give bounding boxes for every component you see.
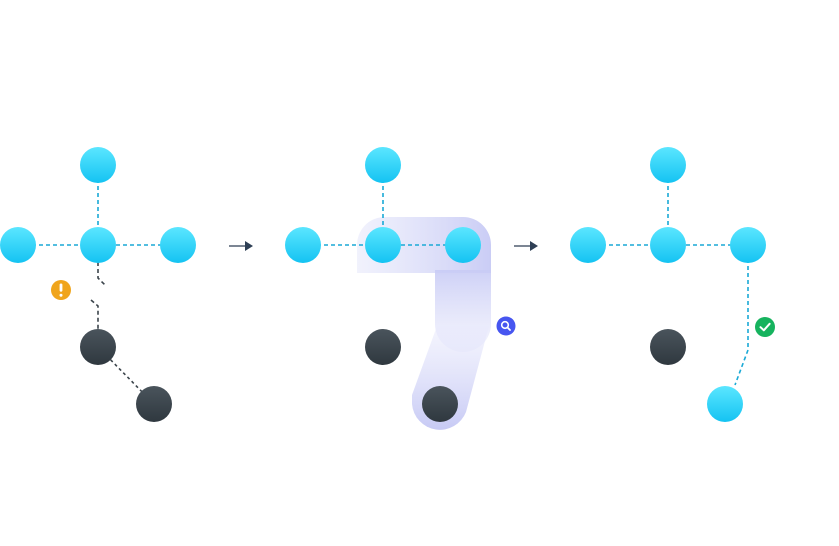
panel-searching: [285, 147, 516, 430]
arrow-right-icon: [229, 241, 253, 251]
node-active: [650, 147, 686, 183]
panel-broken: [0, 147, 196, 422]
check-icon: [755, 317, 775, 337]
node-inactive: [422, 386, 458, 422]
node-active: [445, 227, 481, 263]
magnifier-icon: [496, 316, 516, 336]
link-broken: [90, 299, 99, 330]
link-restored: [734, 245, 749, 386]
node-inactive: [365, 329, 401, 365]
node-active: [730, 227, 766, 263]
node-inactive: [650, 329, 686, 365]
node-active: [160, 227, 196, 263]
node-active: [707, 386, 743, 422]
node-active: [80, 227, 116, 263]
node-active: [0, 227, 36, 263]
node-active: [365, 147, 401, 183]
warning-icon: [51, 280, 71, 300]
node-active: [570, 227, 606, 263]
node-active: [80, 147, 116, 183]
node-active: [285, 227, 321, 263]
panel-reconnected: [570, 147, 775, 422]
node-active: [650, 227, 686, 263]
node-inactive: [136, 386, 172, 422]
node-active: [365, 227, 401, 263]
arrow-right-icon: [514, 241, 538, 251]
link-broken: [97, 262, 107, 287]
node-inactive: [80, 329, 116, 365]
